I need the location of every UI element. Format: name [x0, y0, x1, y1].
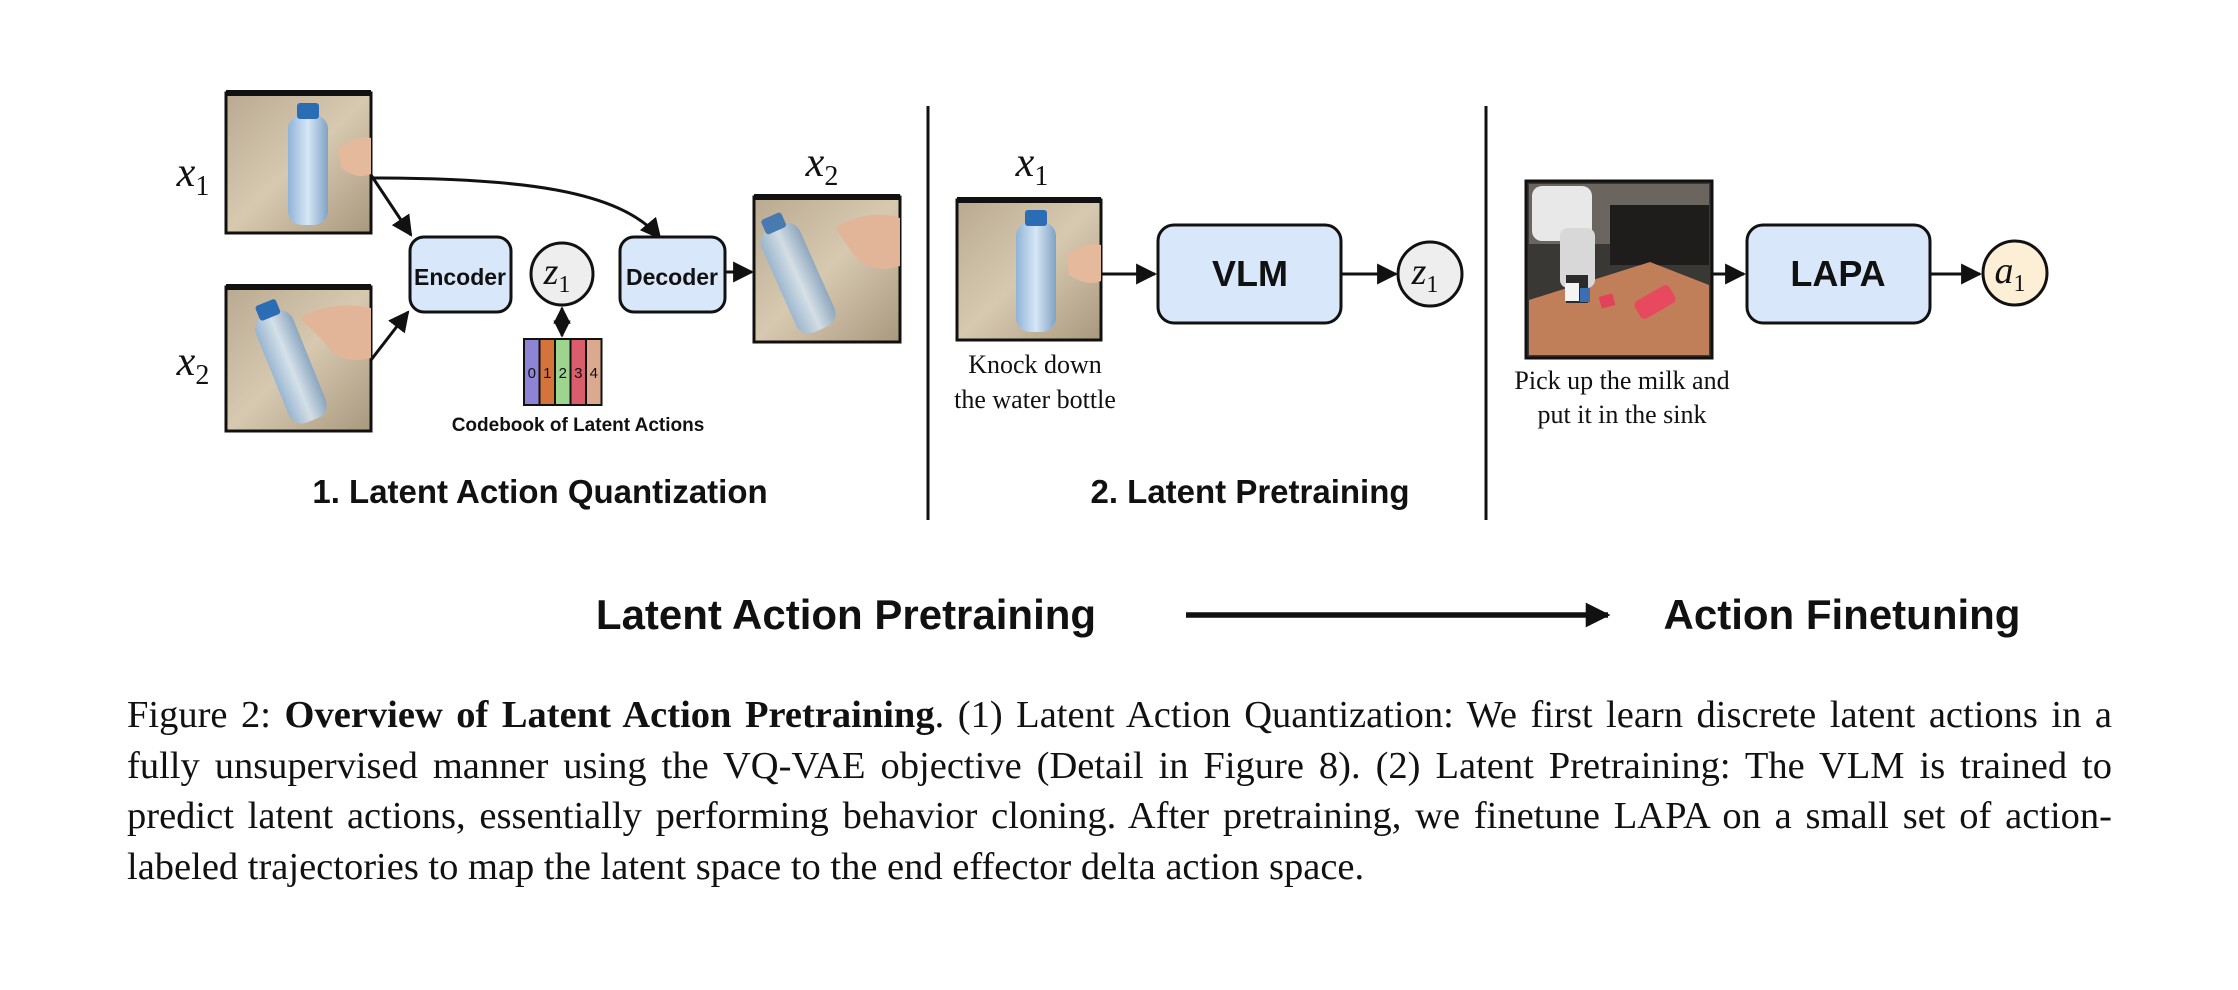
codebook-cell-label: 4: [590, 365, 598, 382]
frame-x2-image: [224, 284, 373, 433]
codebook-title: Codebook of Latent Actions: [452, 415, 705, 436]
lapa-label: LAPA: [1790, 253, 1885, 294]
vlm-box: VLM: [1156, 223, 1343, 325]
figure-caption: Figure 2: Overview of Latent Action Pret…: [127, 690, 2112, 892]
action-label: a1: [1995, 250, 2026, 297]
codebook-cell-label: 3: [574, 365, 582, 382]
section-title-quantization: 1. Latent Action Quantization: [312, 473, 767, 510]
caption-body: . (1) Latent Action Quantization: We fir…: [127, 694, 2112, 888]
pretraining-instruction-line2: the water bottle: [954, 385, 1116, 414]
finetuning-instruction-line1: Pick up the milk and: [1514, 366, 1729, 395]
pretraining-instruction-line1: Knock down: [968, 350, 1102, 379]
frame-x1-image: [224, 90, 373, 235]
flow-to-label: Action Finetuning: [1664, 591, 2021, 638]
codebook-cell-label: 1: [543, 365, 551, 382]
input-top-label: x1: [176, 150, 210, 202]
pretraining-frame-image: [955, 197, 1103, 342]
finetuning-instruction-line2: put it in the sink: [1538, 400, 1707, 429]
encoder-box: Encoder: [408, 235, 513, 314]
encoder-label: Encoder: [414, 264, 506, 290]
flow-from-label: Latent Action Pretraining: [596, 591, 1096, 638]
latent-label: z1: [543, 251, 571, 298]
codebook-cell: [585, 338, 603, 406]
decoder-box: Decoder: [618, 235, 727, 314]
vlm-label: VLM: [1212, 253, 1288, 294]
output-label: x2: [805, 140, 839, 192]
input-bottom-label: x2: [176, 339, 210, 391]
pretraining-latent-label: z1: [1411, 251, 1439, 298]
codebook-cell-label: 2: [559, 365, 567, 382]
section-title-pretraining: 2. Latent Pretraining: [1090, 473, 1409, 510]
lapa-box: LAPA: [1745, 223, 1932, 325]
robot-frame-image: [1524, 179, 1714, 360]
caption-title: Overview of Latent Action Pretraining: [284, 694, 935, 736]
pretraining-latent-node: z1: [1396, 240, 1464, 308]
reconstructed-frame-image: [752, 194, 902, 344]
latent-node: z1: [529, 241, 595, 307]
action-node: a1: [1981, 239, 2049, 307]
pretraining-input-label: x1: [1015, 140, 1049, 192]
codebook-cell-label: 0: [528, 365, 536, 382]
caption-prefix: Figure 2:: [127, 694, 285, 736]
decoder-label: Decoder: [626, 264, 718, 290]
